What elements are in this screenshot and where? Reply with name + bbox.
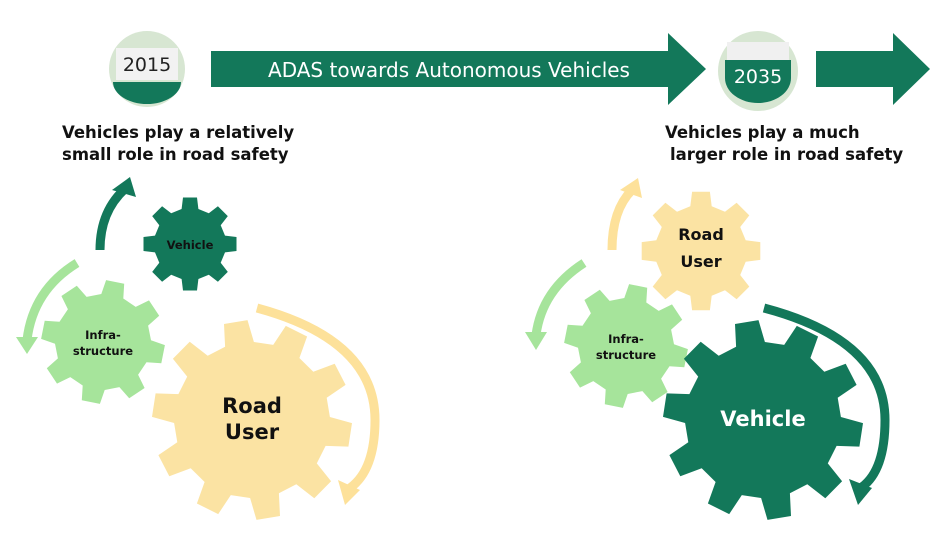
left-caption-line-2: small role in road safety — [62, 145, 289, 164]
right-arrow-yellow-up — [607, 186, 636, 251]
right-caption-line-2: larger role in road safety — [670, 145, 904, 164]
left-gear-road-label-1: Road — [222, 394, 282, 418]
right-caption-line-1: Vehicles play a much — [665, 123, 860, 142]
timeline-arrow-label: ADAS towards Autonomous Vehicles — [268, 58, 630, 82]
timeline-arrow — [211, 33, 706, 105]
right-arrow-dark-big — [762, 303, 890, 491]
left-arrow-dark-up — [95, 183, 131, 251]
start-year: 2015 — [123, 54, 171, 76]
left-gear-infrastructure — [41, 280, 165, 404]
year-badge-start: 2015 — [109, 31, 185, 107]
left-arrow-dark-up-head — [112, 177, 136, 197]
right-arrow-light-left — [531, 259, 587, 336]
right-gear-infra-label-1: Infra- — [608, 332, 644, 346]
left-gear-infra-label-2: structure — [73, 344, 133, 358]
right-gear-road-label-2: User — [680, 252, 721, 271]
left-caption-line-1: Vehicles play a relatively — [62, 123, 295, 142]
left-arrow-yellow-big — [255, 303, 380, 492]
left-gear-road-user — [152, 320, 352, 520]
left-arrow-yellow-big-head — [338, 480, 360, 505]
right-gear-road-label-1: Road — [678, 225, 724, 244]
right-gear-infra-label-2: structure — [596, 348, 656, 362]
right-arrow-dark-big-head — [849, 479, 872, 505]
continuation-arrow — [816, 33, 930, 105]
end-year: 2035 — [734, 66, 782, 88]
left-arrow-light-left-head — [16, 337, 38, 354]
left-gear-infra-label-1: Infra- — [85, 328, 121, 342]
right-gear-infrastructure — [564, 284, 688, 408]
left-gear-vehicle-label: Vehicle — [167, 238, 214, 252]
right-gear-vehicle-label: Vehicle — [720, 407, 805, 431]
year-badge-end: 2035 — [718, 31, 798, 111]
right-gear-road-user — [641, 191, 761, 311]
right-arrow-yellow-up-head — [620, 178, 642, 198]
left-arrow-light-left — [22, 259, 80, 341]
left-gear-vehicle — [143, 197, 237, 291]
left-gear-road-label-2: User — [225, 420, 280, 444]
right-arrow-light-left-head — [525, 332, 547, 350]
right-gear-vehicle — [663, 320, 863, 520]
